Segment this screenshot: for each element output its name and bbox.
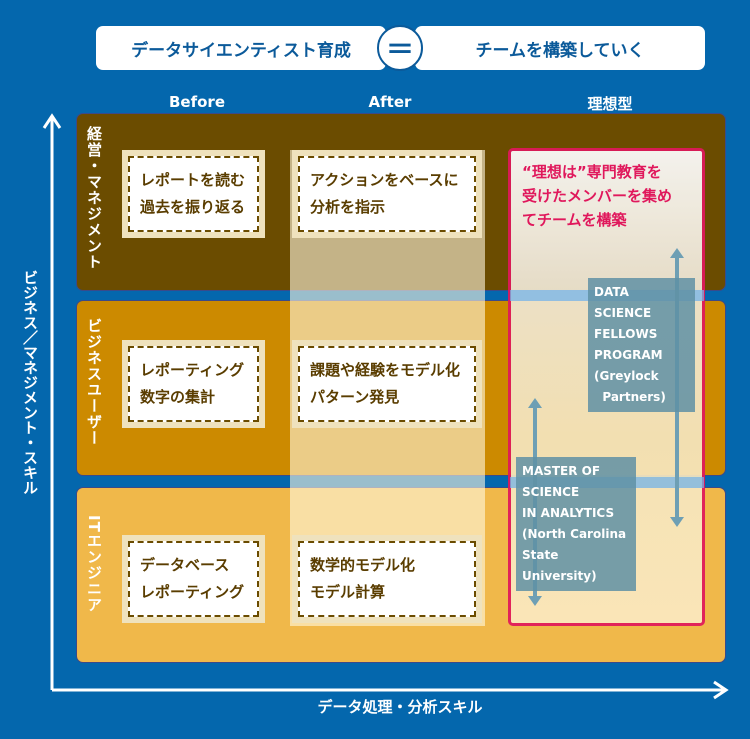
text: レポートを読む [140, 171, 246, 189]
arrow-down-icon [670, 517, 684, 527]
after-box-business: 課題や経験をモデル化パターン発見 [292, 340, 482, 428]
before-box-engineer: データベースレポーティング [122, 535, 265, 623]
text: DATA SCIENCE [594, 285, 652, 320]
x-axis-arrow [52, 680, 729, 700]
text: Partners) [594, 390, 666, 404]
row-label-business: ビジネスユーザー [85, 318, 103, 446]
x-axis-label: データ処理・分析スキル [317, 698, 483, 716]
col-after: After [368, 93, 412, 111]
text: アクションをベースに [310, 171, 459, 189]
text: PROGRAM [594, 348, 663, 362]
ideal-text: “理想は”専門教育を 受けたメンバーを集め てチームを構築 [522, 160, 672, 232]
text: パターン発見 [310, 388, 400, 406]
header-left: データサイエンティスト育成 [96, 26, 386, 70]
col-before: Before [168, 93, 225, 111]
equals-icon: ＝ [377, 25, 423, 71]
text: 課題や経験をモデル化 [310, 361, 461, 379]
text: (North Carolina [522, 527, 627, 541]
y-axis-arrow [42, 113, 62, 690]
after-box-management: アクションをベースに分析を指示 [292, 150, 482, 238]
text: 数学的モデル化 [310, 556, 416, 574]
arrow-up-icon [528, 398, 542, 408]
text: 過去を振り返る [140, 198, 246, 216]
text: レポーティング [140, 361, 245, 379]
text: State University) [522, 548, 597, 583]
text: 受けたメンバーを集め [522, 187, 673, 205]
row-label-engineer: ITエンジニア [85, 515, 103, 613]
before-box-business: レポーティング数字の集計 [122, 340, 265, 428]
text: SCIENCE [522, 485, 580, 499]
text: (Greylock [594, 369, 659, 383]
arrow-down-icon [528, 596, 542, 606]
text: MASTER OF [522, 464, 601, 478]
text: データベース [140, 556, 230, 574]
header-right: チームを構築していく [415, 26, 705, 70]
text: 分析を指示 [310, 198, 386, 216]
arrow-up-icon [670, 248, 684, 258]
text: モデル計算 [310, 583, 386, 601]
col-ideal: 理想型 [587, 95, 633, 113]
text: てチームを構築 [522, 211, 627, 229]
after-box-engineer: 数学的モデル化モデル計算 [292, 535, 482, 623]
text: 数字の集計 [140, 388, 216, 406]
text: IN ANALYTICS [522, 506, 615, 520]
text: レポーティング [140, 583, 245, 601]
before-box-management: レポートを読む過去を振り返る [122, 150, 265, 238]
program-greylock: DATA SCIENCE FELLOWS PROGRAM (Greylock P… [588, 278, 695, 412]
row-label-management: 経営・マネジメント [85, 126, 103, 270]
y-axis-label: ビジネス／マネジメント・スキル [21, 270, 39, 495]
text: “理想は”専門教育を [522, 163, 662, 181]
text: FELLOWS [594, 327, 658, 341]
program-ncsu: MASTER OF SCIENCE IN ANALYTICS (North Ca… [516, 457, 636, 591]
